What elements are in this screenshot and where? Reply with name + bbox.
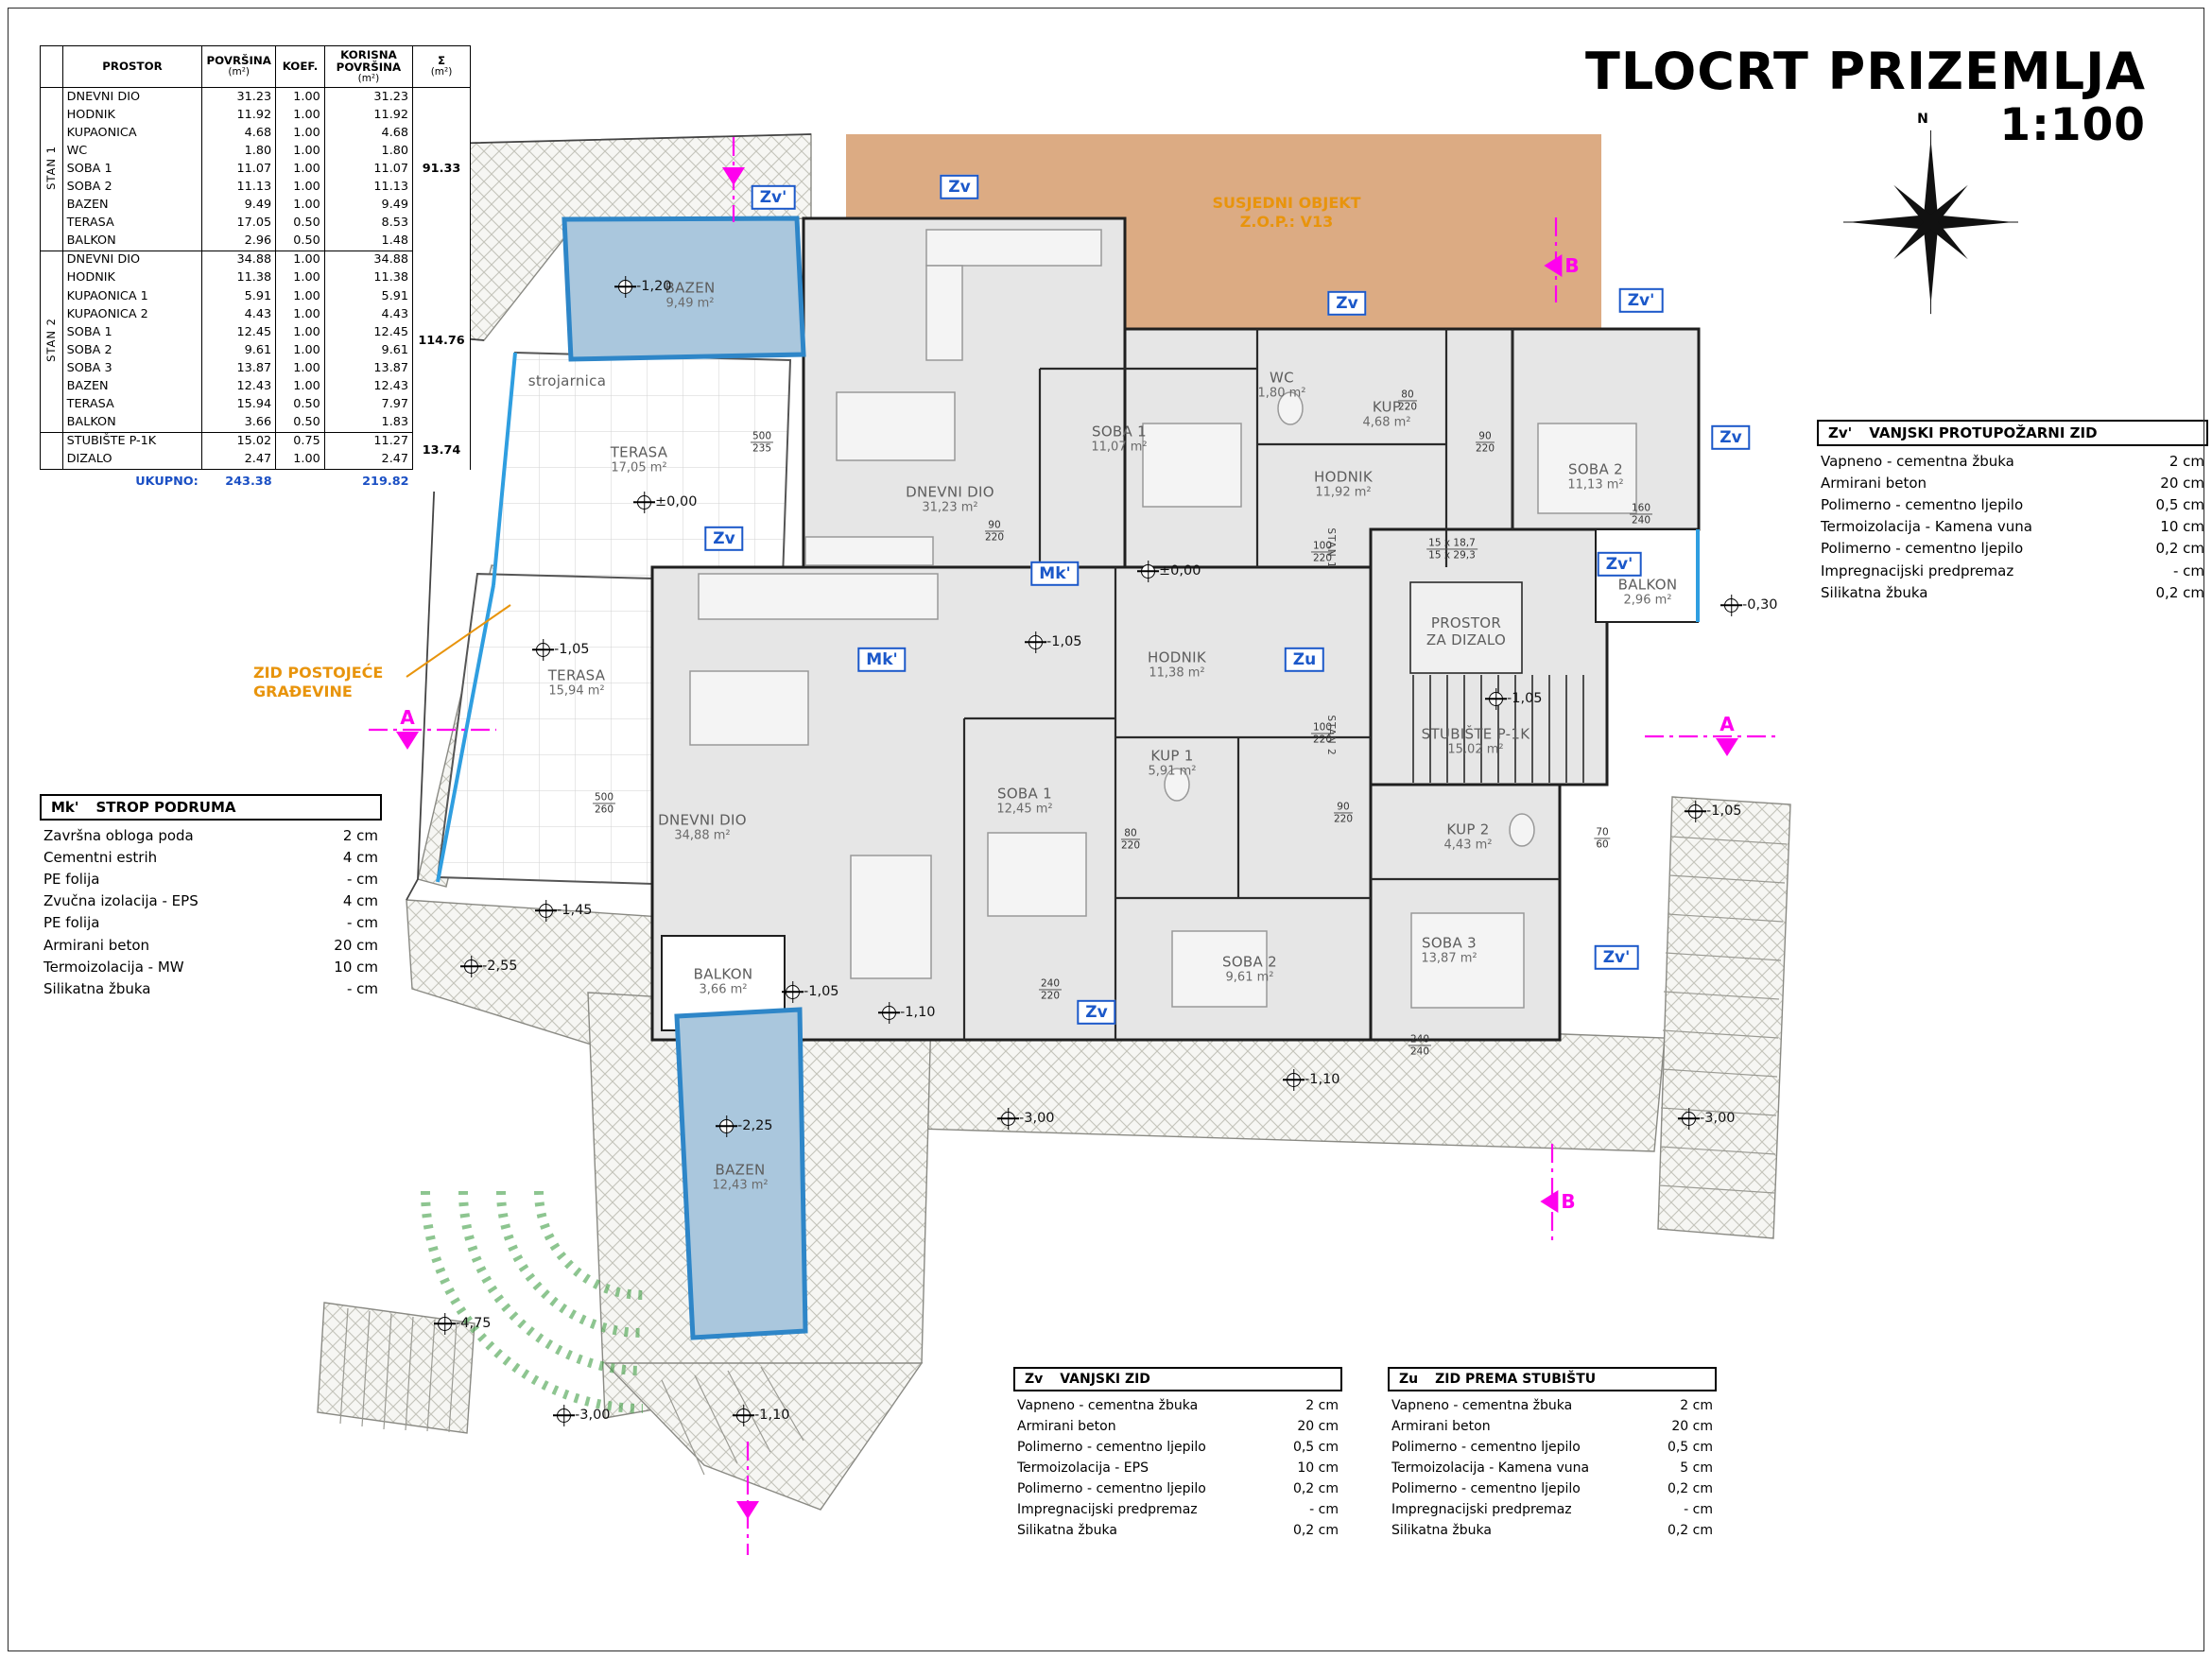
group-sum: 91.33 — [412, 87, 471, 251]
compass-rose-icon — [1843, 130, 2018, 315]
furniture — [689, 229, 1637, 1009]
col-sigma: Σ(m²) — [412, 44, 471, 89]
spec-layer-row: PE folija- cm — [43, 870, 378, 888]
pools — [562, 216, 808, 1340]
spec-layer-row: Impregnacijski predpremaz- cm — [1017, 1501, 1339, 1517]
spec-layer-row: Silikatna žbuka- cm — [43, 979, 378, 997]
group-label — [40, 431, 63, 471]
spec-layer-row: Impregnacijski predpremaz- cm — [1391, 1501, 1713, 1517]
total-label: UKUPNO: — [135, 475, 199, 490]
landscape-arcs — [421, 1190, 644, 1413]
group-sum: 13.74 — [412, 432, 471, 470]
group-sum: 114.76 — [412, 251, 471, 433]
stair-treads — [339, 836, 1788, 1476]
total-korisna: 219.82 — [362, 475, 409, 490]
group-label: STAN 2 — [40, 251, 63, 433]
group-label: STAN 1 — [40, 87, 63, 252]
elevator-and-stairs — [1409, 581, 1584, 783]
col-povrsina: POVRŠINA(m²) — [201, 44, 277, 89]
spec-table-header: Mk'STROP PODRUMA — [40, 794, 382, 821]
spec-layer-row: Impregnacijski predpremaz- cm — [1821, 562, 2204, 579]
col-koef: KOEF. — [275, 44, 325, 89]
spec-layer-row: PE folija- cm — [43, 914, 378, 932]
title-block: TLOCRT PRIZEMLJA 1:100 — [1427, 42, 2146, 151]
area-total-row: UKUPNO: 243.38 219.82 — [41, 470, 471, 492]
col-korisna: KORISNA POVRŠINA(m²) — [323, 44, 414, 89]
drawing-title: TLOCRT PRIZEMLJA — [1585, 42, 2146, 101]
area-table-header: PROSTOR POVRŠINA(m²) KOEF. KORISNA POVRŠ… — [40, 44, 471, 89]
interior-walls — [962, 329, 1560, 1040]
spec-table-header: Zv'VANJSKI PROTUPOŽARNI ZID — [1817, 420, 2208, 446]
drawing-scale: 1:100 — [1999, 98, 2146, 151]
total-povrsina: 243.38 — [225, 475, 272, 490]
group-header-cell — [40, 44, 63, 89]
existing-wall-note: ZID POSTOJEĆE GRAĐEVINE — [253, 664, 384, 700]
wall-highlights — [436, 352, 1700, 883]
col-prostor: PROSTOR — [61, 44, 203, 89]
building-rooms — [650, 216, 1701, 1042]
note-leader-line — [406, 604, 511, 678]
zv-fire-spec-table: Zv'VANJSKI PROTUPOŽARNI ZID Vapneno - ce… — [1817, 420, 2208, 604]
area-table: PROSTOR POVRŠINA(m²) KOEF. KORISNA POVRŠ… — [40, 44, 471, 493]
neighbor-note: SUSJEDNI OBJEKT Z.O.P.: V13 — [1212, 194, 1361, 231]
north-label: N — [1917, 112, 1928, 127]
